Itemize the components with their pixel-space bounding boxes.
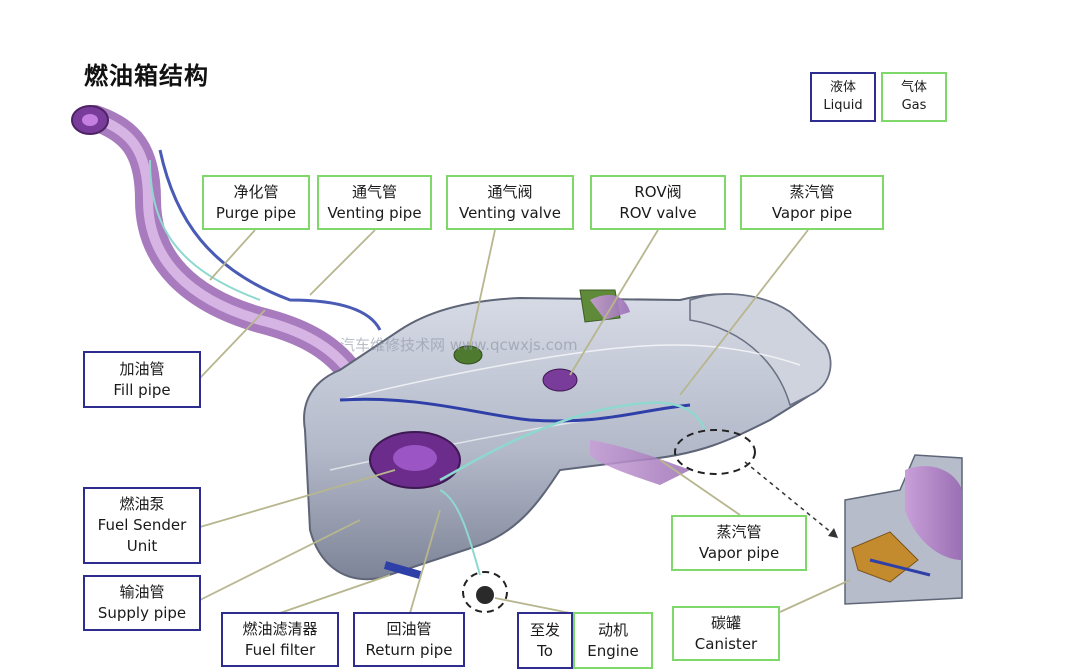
fuel-sender-en1: Fuel Sender bbox=[97, 516, 187, 534]
leader-lines bbox=[199, 229, 851, 614]
label-fuel-filter: 燃油滤清器 Fuel filter bbox=[221, 612, 339, 667]
fuel-sender-zh: 燃油泵 bbox=[119, 495, 165, 513]
venting-pipe-zh: 通气管 bbox=[351, 182, 397, 201]
fill-pipe-zh: 加油管 bbox=[119, 359, 165, 378]
label-venting-pipe: 通气管 Venting pipe bbox=[317, 175, 432, 230]
label-rov-valve: ROV阀 ROV valve bbox=[590, 175, 726, 230]
legend-liquid-en: Liquid bbox=[823, 98, 863, 113]
canister-inset bbox=[844, 454, 963, 605]
label-vapor-pipe-top: 蒸汽管 Vapor pipe bbox=[740, 175, 884, 230]
fuel-sender-en2: Unit bbox=[126, 537, 158, 555]
to-engine-a-zh: 至发 bbox=[529, 620, 560, 639]
to-engine-a-en: To bbox=[537, 641, 553, 660]
fill-pipe-en: Fill pipe bbox=[113, 380, 171, 399]
label-venting-valve: 通气阀 Venting valve bbox=[446, 175, 574, 230]
vapor-pipe-bottom-en: Vapor pipe bbox=[698, 544, 780, 562]
label-fuel-sender-unit: 燃油泵 Fuel Sender Unit bbox=[83, 487, 201, 564]
vapor-pipe-bottom-zh: 蒸汽管 bbox=[716, 523, 762, 541]
label-fill-pipe: 加油管 Fill pipe bbox=[83, 351, 201, 408]
to-engine-b-en: Engine bbox=[587, 641, 639, 660]
page-title: 燃油箱结构 bbox=[84, 62, 209, 90]
rov-valve-en: ROV valve bbox=[619, 203, 697, 222]
legend-gas-en: Gas bbox=[901, 98, 927, 113]
canister-zh: 碳罐 bbox=[710, 613, 741, 632]
fill-pipe-shape bbox=[71, 105, 363, 385]
purge-pipe-en: Purge pipe bbox=[215, 203, 297, 222]
supply-pipe-zh: 输油管 bbox=[119, 583, 165, 601]
purge-pipe-zh: 净化管 bbox=[233, 182, 279, 201]
label-to-engine-liquid: 至发 To bbox=[517, 612, 573, 669]
label-return-pipe: 回油管 Return pipe bbox=[353, 612, 465, 667]
fuel-filter-zh: 燃油滤清器 bbox=[242, 619, 318, 638]
return-pipe-zh: 回油管 bbox=[386, 619, 432, 638]
label-to-engine-gas: 动机 Engine bbox=[573, 612, 653, 669]
watermark: 汽车维修技术网 www.qcwxjs.com bbox=[340, 336, 578, 354]
rov-valve-zh: ROV阀 bbox=[634, 182, 682, 201]
label-purge-pipe: 净化管 Purge pipe bbox=[202, 175, 310, 230]
legend-liquid: 液体 Liquid bbox=[810, 72, 876, 122]
venting-pipe-en: Venting pipe bbox=[327, 203, 422, 222]
label-canister: 碳罐 Canister bbox=[672, 606, 780, 661]
to-engine-b-zh: 动机 bbox=[597, 620, 628, 639]
legend-gas-zh: 气体 bbox=[900, 80, 927, 95]
legend-gas: 气体 Gas bbox=[881, 72, 947, 122]
venting-valve-zh: 通气阀 bbox=[487, 182, 533, 201]
tank-body bbox=[303, 289, 832, 613]
vapor-pipe-top-en: Vapor pipe bbox=[771, 203, 853, 222]
fuel-filter-en: Fuel filter bbox=[244, 640, 316, 659]
legend-liquid-zh: 液体 bbox=[829, 80, 856, 95]
canister-en: Canister bbox=[694, 634, 758, 653]
venting-valve-en: Venting valve bbox=[458, 203, 562, 222]
vapor-pipe-top-zh: 蒸汽管 bbox=[789, 182, 835, 201]
label-vapor-pipe-bottom: 蒸汽管 Vapor pipe bbox=[671, 515, 807, 571]
return-pipe-en: Return pipe bbox=[365, 640, 453, 659]
label-supply-pipe: 输油管 Supply pipe bbox=[83, 575, 201, 631]
supply-pipe-en: Supply pipe bbox=[97, 604, 187, 622]
